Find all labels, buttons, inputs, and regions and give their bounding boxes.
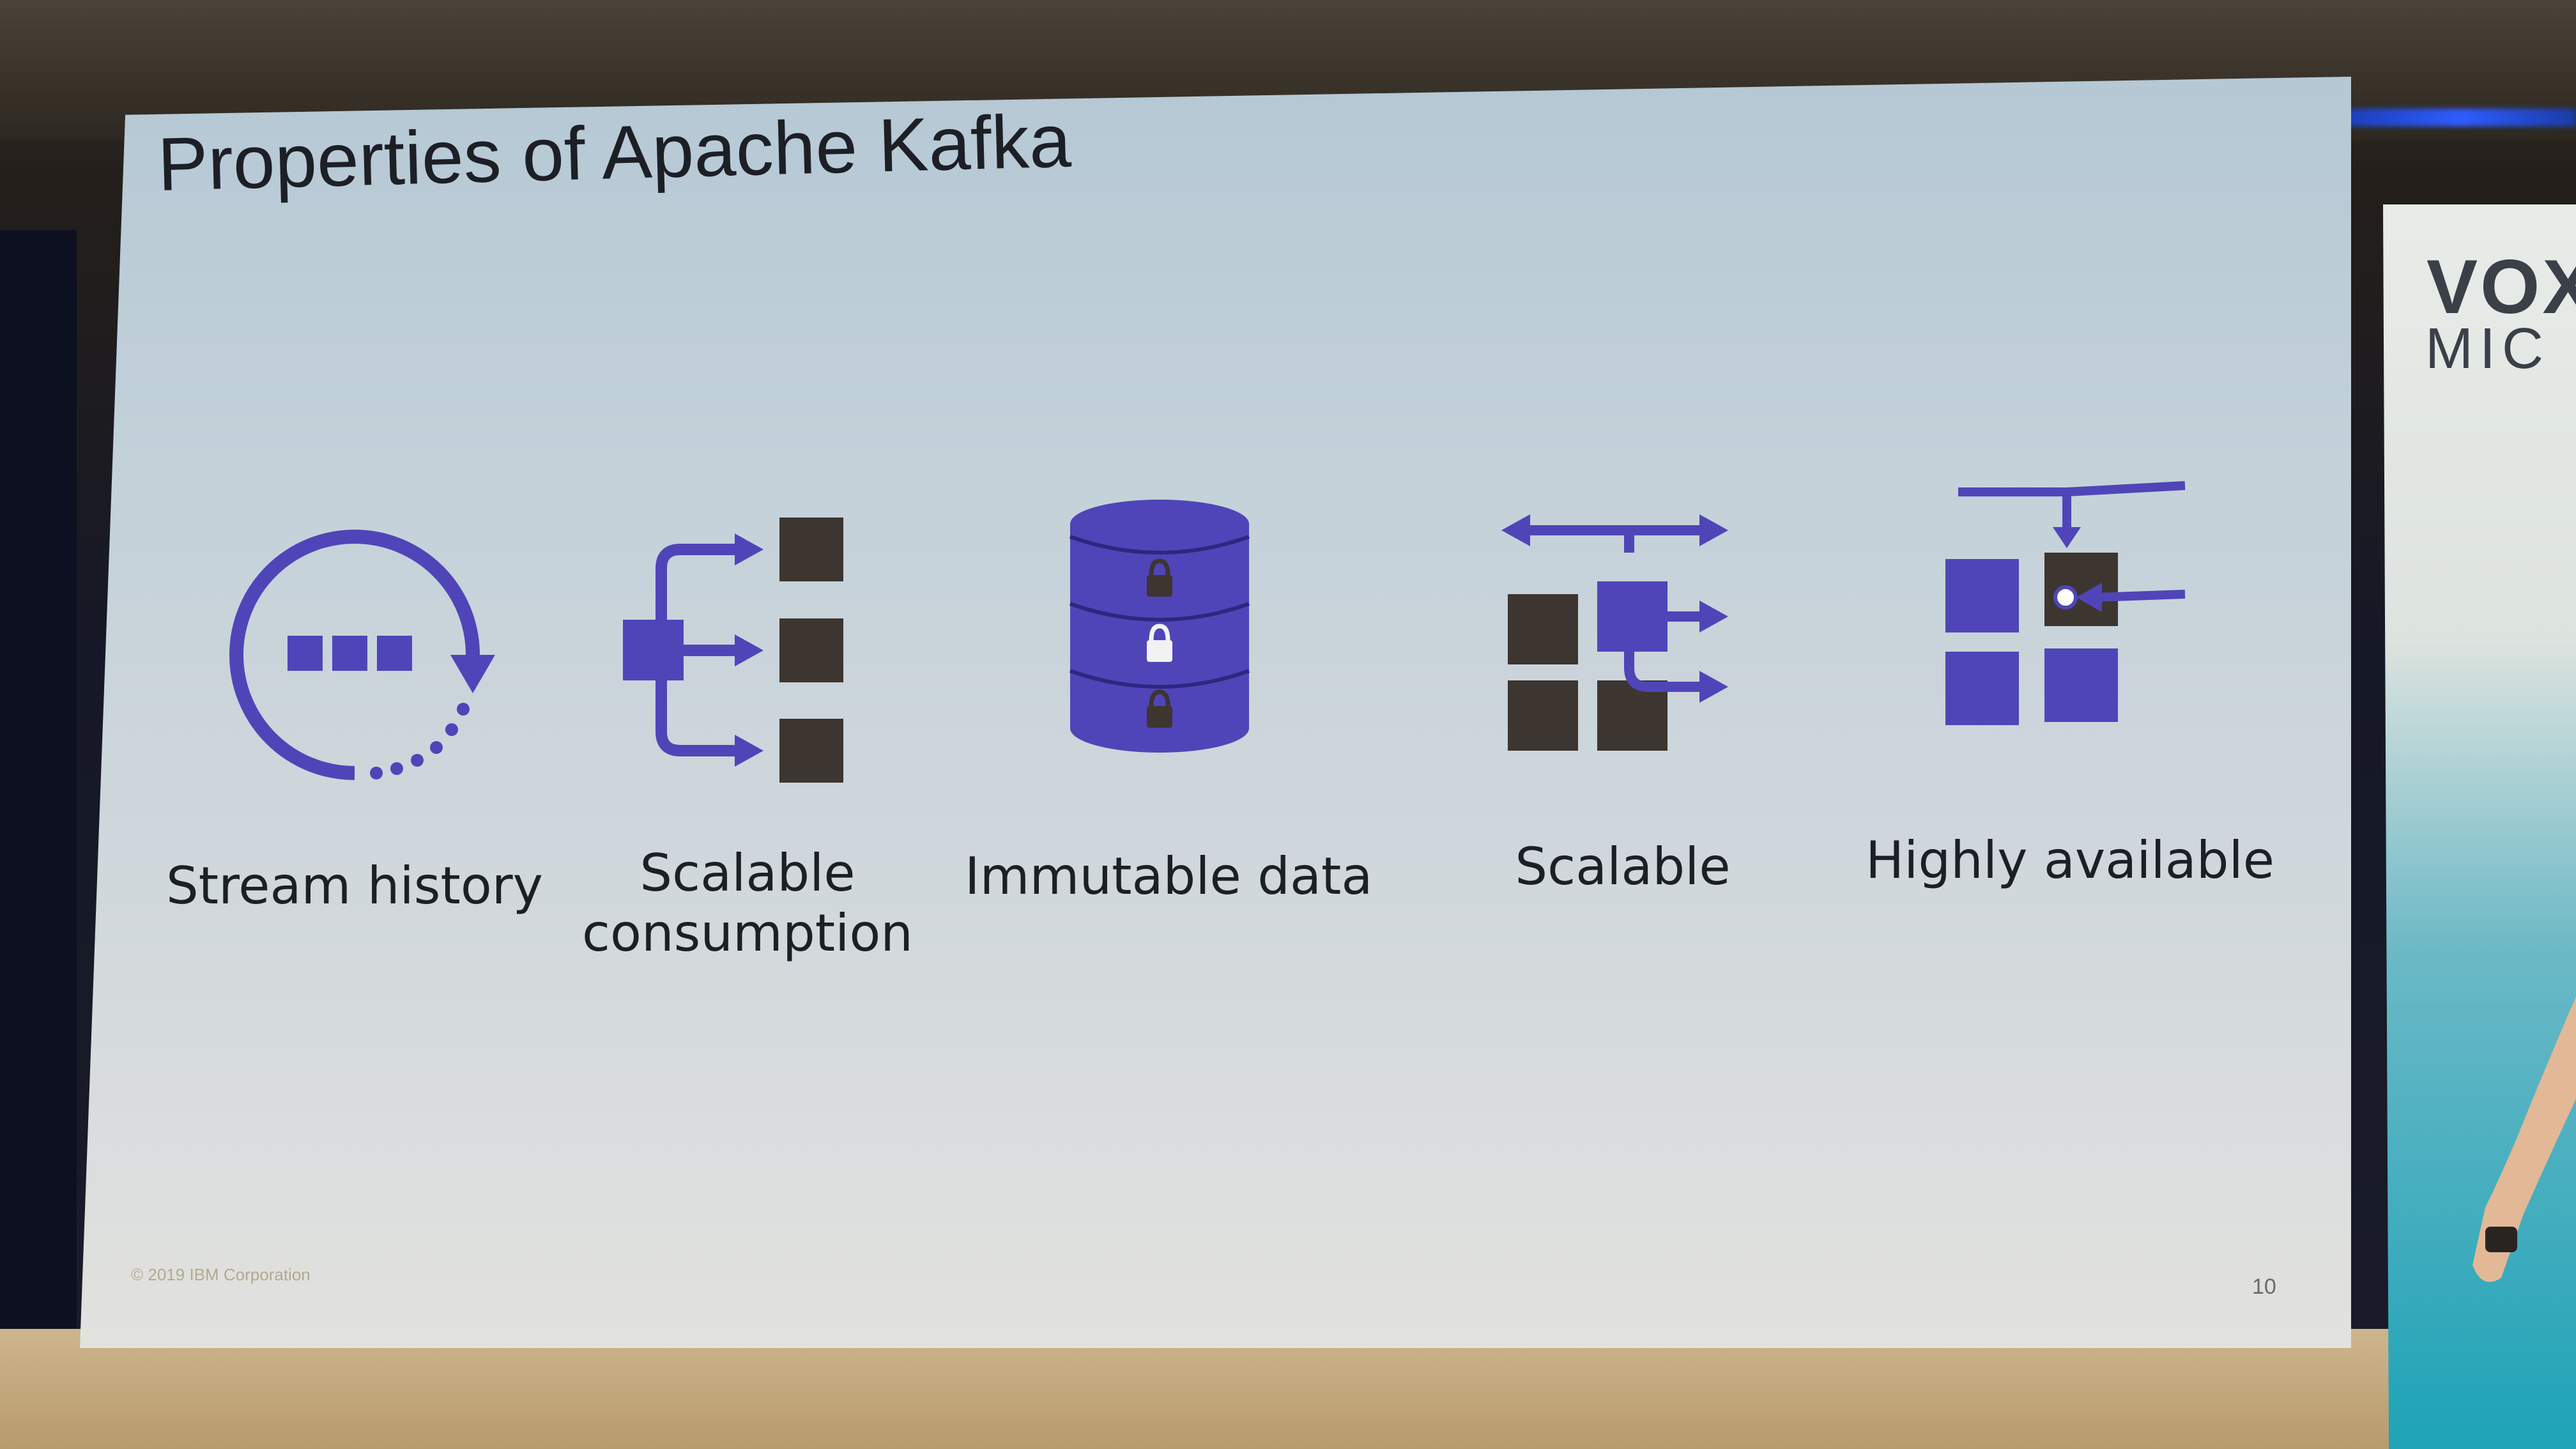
left-wall-background <box>0 230 77 1354</box>
slide-title: Properties of Apache Kafka <box>157 98 1073 207</box>
copyright-notice: © 2019 IBM Corporation <box>131 1265 310 1284</box>
banner-text-area: VOX MIC <box>2383 204 2576 1449</box>
scalable-consumption-icon <box>623 511 878 792</box>
stage-floor <box>0 1329 2402 1449</box>
property-label-stream-history: Stream history <box>165 856 544 916</box>
stream-history-icon <box>227 524 495 792</box>
blue-light-strip <box>2345 109 2576 126</box>
scalable-icon <box>1501 486 1770 767</box>
property-label-highly-available: Highly available <box>1866 831 2274 890</box>
property-label-immutable-data: Immutable data <box>965 847 1373 906</box>
label-line-1: Scalable <box>640 843 855 903</box>
banner-logo-line-1: VOX <box>2426 244 2576 330</box>
projection-screen: Properties of Apache Kafka Stream histor… <box>80 77 2351 1348</box>
slide-page-number: 10 <box>2252 1275 2276 1299</box>
label-line-2: consumption <box>582 903 913 963</box>
presenter-arm <box>2447 997 2576 1316</box>
highly-available-icon <box>1939 473 2207 741</box>
property-label-scalable-consumption: Scalable consumption <box>556 843 939 964</box>
immutable-data-icon <box>1057 498 1262 754</box>
banner-logo-line-2: MIC <box>2425 317 2550 381</box>
property-label-scalable: Scalable <box>1515 837 1731 896</box>
